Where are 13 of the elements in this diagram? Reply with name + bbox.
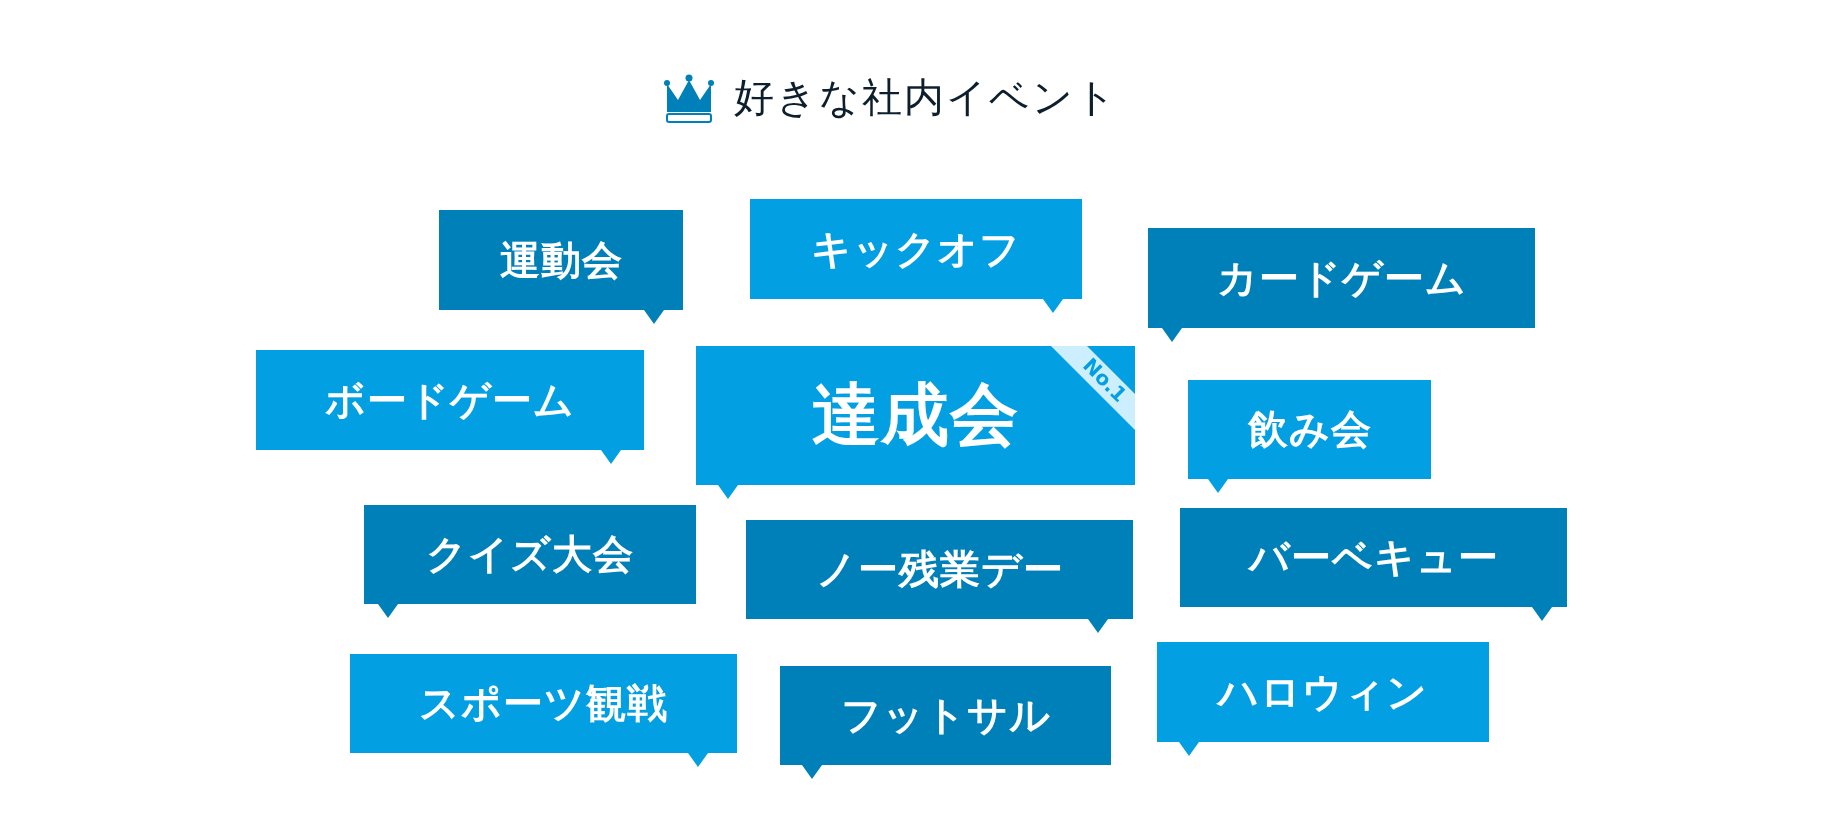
event-name: クイズ大会 bbox=[426, 530, 634, 579]
event-name: ハロウィン bbox=[1218, 667, 1428, 717]
chart-title: 好きな社内イベント bbox=[734, 73, 1118, 122]
event-name: 運動会 bbox=[499, 235, 623, 285]
event-name: ノー残業デー bbox=[815, 545, 1064, 594]
event-name: キックオフ bbox=[811, 224, 1021, 274]
event-name: カードゲーム bbox=[1216, 253, 1467, 303]
event-name: バーベキュー bbox=[1248, 533, 1499, 582]
event-name: 飲み会 bbox=[1247, 405, 1372, 454]
event-name: 達成会 bbox=[812, 374, 1019, 456]
event-name: スポーツ観戦 bbox=[419, 679, 668, 728]
event-name: フットサル bbox=[840, 691, 1051, 740]
event-name: ボードゲーム bbox=[325, 375, 575, 425]
